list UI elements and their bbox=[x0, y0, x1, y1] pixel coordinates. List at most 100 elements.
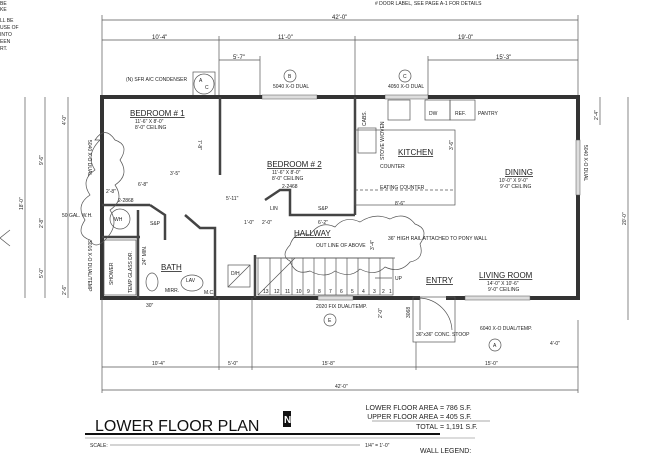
wall-legend-label: WALL LEGEND: bbox=[420, 448, 471, 455]
window-a: 6040 X-O DUAL/TEMP. A 4'-0" bbox=[464, 295, 560, 352]
stair-number: 10 bbox=[296, 289, 302, 295]
stair-number: 8 bbox=[318, 289, 321, 295]
svg-text:2'-8": 2'-8" bbox=[39, 218, 45, 228]
svg-text:15'-8": 15'-8" bbox=[322, 361, 335, 367]
dryer-washer bbox=[227, 264, 251, 288]
svg-text:11'-6" X 8'-0": 11'-6" X 8'-0" bbox=[272, 170, 301, 176]
room-dining: DINING 10'-0" X 9'-0" 9'-0" CEILING bbox=[499, 168, 533, 190]
svg-text:8'-0" CEILING: 8'-0" CEILING bbox=[135, 125, 166, 131]
dim-top-sub-1: 5'-7" bbox=[233, 55, 245, 61]
dim-bath-30: 30" bbox=[146, 303, 154, 309]
svg-text:DINING: DINING bbox=[505, 168, 533, 177]
svg-text:8'-0" CEILING: 8'-0" CEILING bbox=[272, 176, 303, 182]
stair-number: 6 bbox=[340, 289, 343, 295]
stair-number: 5 bbox=[351, 289, 354, 295]
left-note-fragments: BE KE LL BE USE OF INTO EEN RT. bbox=[0, 1, 19, 52]
shelf-label: S&P bbox=[318, 206, 329, 212]
door-label-note: # DOOR LABEL, SEE PAGE A-1 FOR DETAILS bbox=[375, 1, 482, 7]
stair-number: 7 bbox=[329, 289, 332, 295]
dim-hall-2: 2'-0" bbox=[262, 220, 272, 226]
dh-label: D/H bbox=[231, 271, 240, 277]
exterior-walls bbox=[100, 95, 580, 300]
svg-text:DW: DW bbox=[429, 111, 438, 117]
stairs[interactable]: UP 13 12 11 10 9 8 7 6 5 4 3 2 1 bbox=[257, 257, 403, 296]
water-heater-label: 50 GAL. W.H. bbox=[62, 213, 93, 219]
scale-label: SCALE: bbox=[90, 443, 108, 449]
dim-stair-rise: 3'-4" bbox=[370, 240, 376, 250]
linen-label: LIN bbox=[270, 206, 278, 212]
svg-text:11'-6" X 8'-0": 11'-6" X 8'-0" bbox=[135, 119, 164, 125]
dim-top-2: 11'-0" bbox=[278, 35, 293, 41]
window-b-right: 5040 X-O DUAL bbox=[575, 139, 588, 196]
svg-text:UPPER FLOOR AREA: UPPER FLOOR AREA bbox=[367, 414, 438, 421]
area-table: LOWER FLOOR AREA = 786 S.F. UPPER FLOOR … bbox=[366, 405, 490, 431]
window-e: 2020 FIX DUAL/TEMP. E bbox=[316, 295, 367, 327]
ac-condenser: AC (N) SFR A/C CONDENSER bbox=[126, 71, 216, 97]
stair-number: 11 bbox=[285, 289, 290, 295]
svg-text:COUNTER: COUNTER bbox=[380, 164, 405, 170]
section-marker-icon bbox=[0, 229, 11, 247]
stoop bbox=[412, 296, 456, 343]
svg-text:5'-0": 5'-0" bbox=[39, 268, 45, 278]
lav-label: LAV bbox=[186, 278, 196, 284]
svg-text:2020 FIX DUAL/TEMP.: 2020 FIX DUAL/TEMP. bbox=[316, 304, 367, 310]
stair-number: 13 bbox=[263, 289, 269, 295]
dim-bed1-door: 6'-8" bbox=[138, 182, 148, 188]
kitchen-fixtures: DW REF. PANTRY CABS. STOVE W/OVEN COUNTE… bbox=[357, 99, 498, 207]
window-c-top: C 4050 X-O DUAL bbox=[384, 69, 429, 100]
stair-number: 3 bbox=[373, 289, 376, 295]
svg-text:2'-6": 2'-6" bbox=[62, 285, 68, 295]
outline-above-label: OUT LINE OF ABOVE bbox=[316, 243, 366, 249]
svg-text:9'-6": 9'-6" bbox=[39, 155, 45, 165]
svg-text:LOWER FLOOR AREA: LOWER FLOOR AREA bbox=[366, 405, 439, 412]
north-arrow-icon bbox=[283, 411, 291, 427]
dim-bed1-clear: 2'-8" bbox=[106, 189, 116, 195]
door-label: 2-2868 bbox=[118, 198, 134, 204]
stair-number: 1 bbox=[389, 289, 392, 295]
scale-value: 1/4" = 1'-0" bbox=[365, 443, 390, 449]
svg-text:5'-0": 5'-0" bbox=[228, 361, 238, 367]
bottom-dimensions: 10'-4" 5'-0" 15'-8" 15'-0" 42'-0" bbox=[101, 298, 579, 393]
svg-text:C: C bbox=[205, 85, 209, 91]
shelf-label-2: S&P bbox=[150, 221, 161, 227]
stair-up-label: UP bbox=[395, 276, 403, 282]
room-bath: BATH bbox=[161, 263, 182, 272]
temp-glass-label: TEMP GLASS DR. bbox=[128, 251, 134, 293]
door-label: 3068 bbox=[406, 307, 412, 318]
window-label: 5040 X-O DUAL bbox=[273, 84, 309, 90]
stair-number: 2 bbox=[382, 289, 385, 295]
mc-label: M.C. bbox=[204, 290, 215, 296]
window-label: 4050 X-O DUAL bbox=[388, 84, 424, 90]
svg-text:5040 X-O DUAL: 5040 X-O DUAL bbox=[86, 140, 92, 176]
note-fragment: KE bbox=[0, 7, 7, 13]
water-heater: WH 50 GAL. W.H. bbox=[62, 208, 131, 230]
svg-text:42'-0": 42'-0" bbox=[335, 384, 348, 390]
svg-text:BEDROOM # 2: BEDROOM # 2 bbox=[267, 160, 322, 169]
dim-hall-1: 1'-0" bbox=[244, 220, 254, 226]
lavatory bbox=[180, 274, 204, 292]
eating-counter-label: EATING COUNTER bbox=[380, 185, 425, 191]
svg-text:10'-4": 10'-4" bbox=[152, 361, 165, 367]
dim-entry-offset: 2'-0" bbox=[378, 308, 384, 318]
note-fragment: LL BE bbox=[0, 18, 14, 24]
stoop-label: 36"x36" CONC. STOOP bbox=[416, 332, 470, 338]
room-kitchen: KITCHEN bbox=[398, 148, 433, 157]
dim-top-sub-2: 15'-3" bbox=[496, 55, 511, 61]
dim-diag: 3'-5" bbox=[170, 171, 180, 177]
dim-bath-24: 24" MIN. bbox=[142, 246, 148, 265]
right-dimensions: 20'-0" 2'-4" bbox=[594, 97, 629, 320]
toilet bbox=[145, 272, 159, 292]
note-fragment: INTO bbox=[0, 32, 12, 38]
dim-diag2: 5'-11" bbox=[226, 196, 239, 202]
room-living: LIVING ROOM 14'-0" X 10'-6" 9'-0" CEILIN… bbox=[479, 271, 533, 293]
svg-text:BEDROOM # 1: BEDROOM # 1 bbox=[130, 109, 185, 118]
dim-hall-3: 6'-2" bbox=[318, 220, 328, 226]
entry-door[interactable] bbox=[419, 297, 453, 331]
svg-text:14'-0" X 10'-6": 14'-0" X 10'-6" bbox=[487, 281, 519, 287]
top-dimensions: 42'-0" 10'-4" 11'-0" 19'-0" 5'-7" 15'-3" bbox=[101, 15, 579, 97]
dim-kitchen-depth: 3'-6" bbox=[449, 140, 455, 150]
svg-text:WH: WH bbox=[114, 217, 123, 223]
svg-text:= 405 S.F.: = 405 S.F. bbox=[440, 414, 472, 421]
svg-text:E: E bbox=[328, 318, 332, 324]
svg-text:9'-0" CEILING: 9'-0" CEILING bbox=[500, 184, 531, 190]
